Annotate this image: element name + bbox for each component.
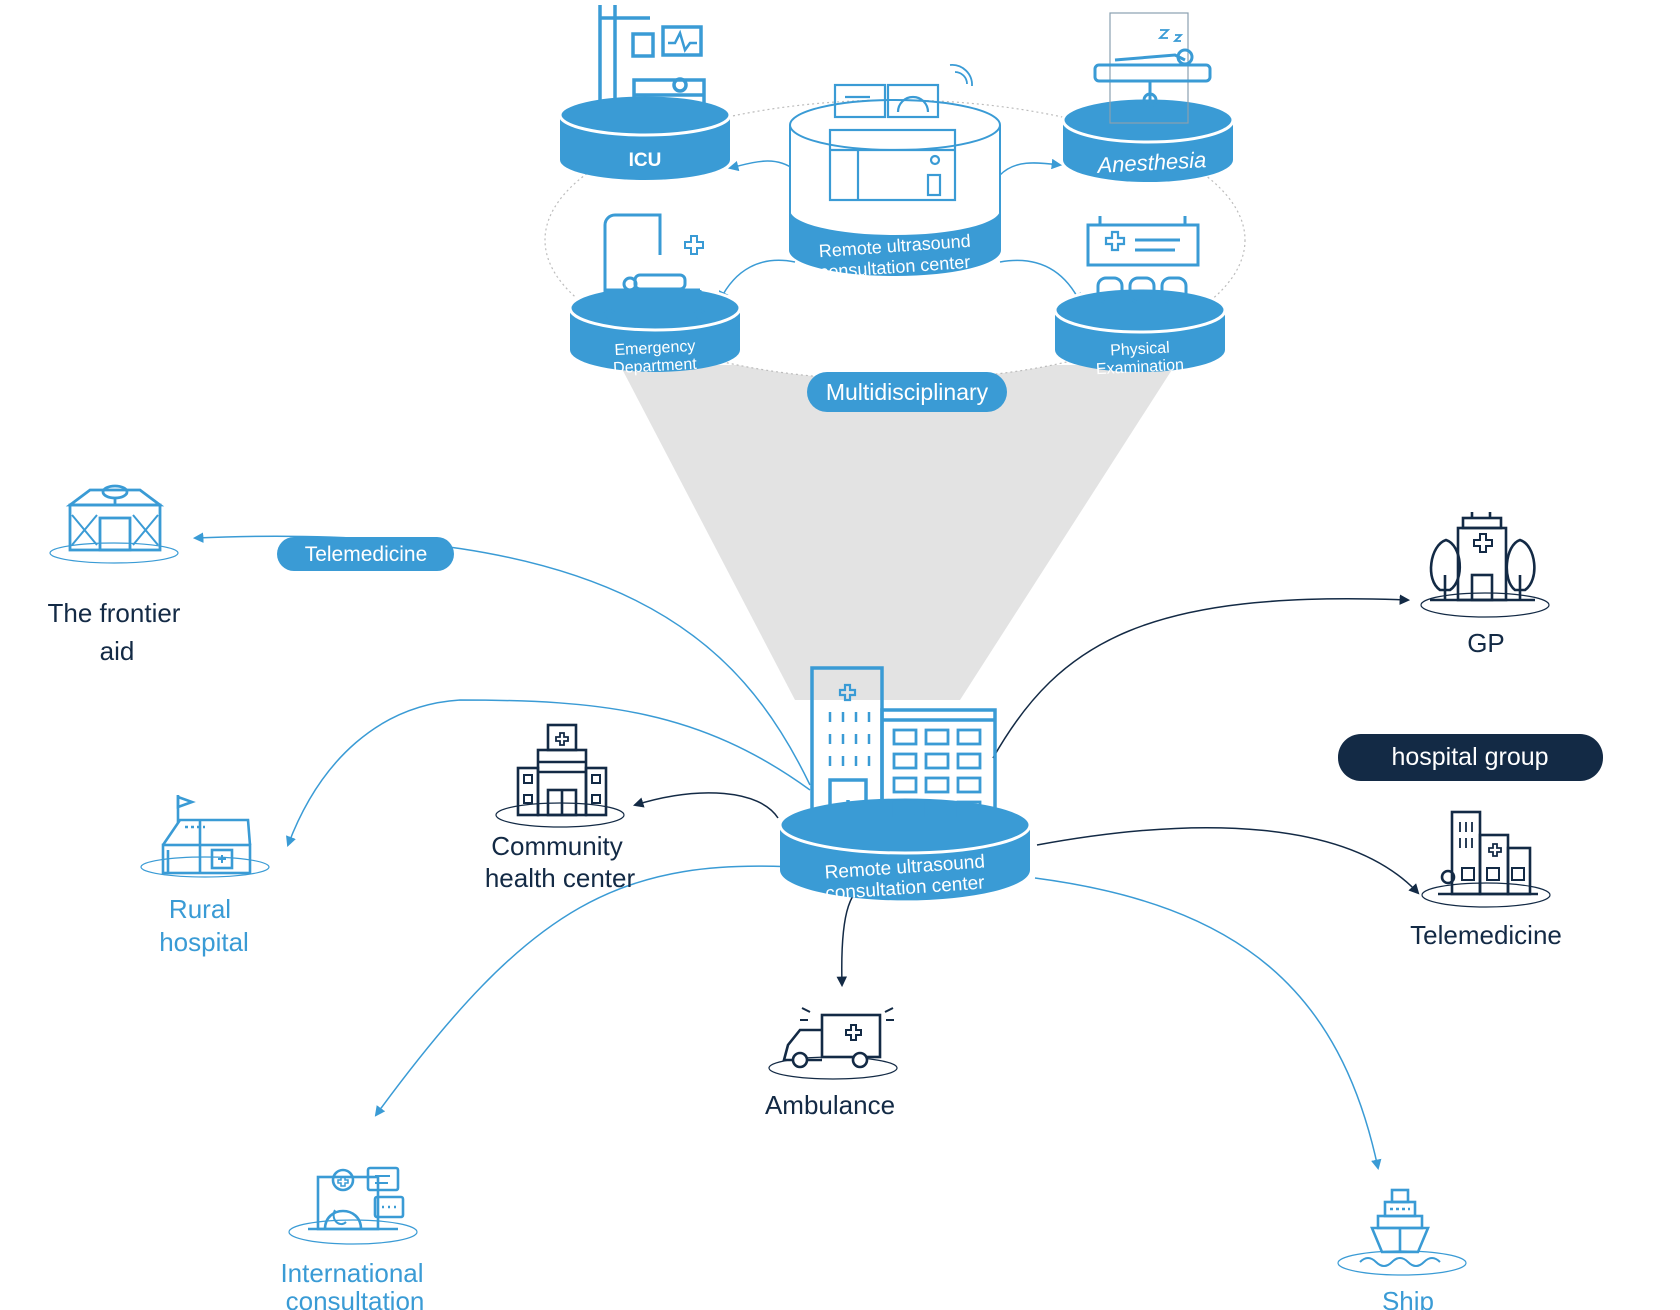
ultrasound-machine-icon <box>828 64 973 202</box>
emergency-node[interactable]: Emergency Department <box>568 213 742 377</box>
hospital-group-icon <box>1438 810 1538 896</box>
anesthesia-bed-icon <box>1093 12 1212 124</box>
community-node[interactable]: Community health center <box>485 723 636 893</box>
waiting-chairs-icon <box>1086 216 1200 322</box>
arrow-to-physical <box>999 259 1081 304</box>
frontier-label-2: aid <box>100 636 135 666</box>
international-node[interactable]: International consultation <box>280 1166 425 1310</box>
gp-node[interactable]: GP <box>1420 512 1550 658</box>
physical-label-1: Physical <box>1110 339 1170 359</box>
physical-label-2: Examination <box>1096 357 1185 379</box>
top-center-node[interactable]: Remote ultrasound consultation center <box>789 64 1001 282</box>
ship-icon <box>1359 1188 1441 1267</box>
gp-hospital-icon <box>1429 512 1536 602</box>
frontier-label-1: The frontier <box>48 598 181 628</box>
ambulance-node[interactable]: Ambulance <box>765 1007 898 1120</box>
curve-community <box>632 792 779 819</box>
telemedicine-pill: Telemedicine <box>277 537 454 571</box>
ambulance-icon <box>782 1007 894 1069</box>
rural-node[interactable]: Rural hospital <box>140 795 270 957</box>
arrow-to-emergency <box>719 259 796 302</box>
funnel <box>620 365 1175 700</box>
yurt-icon <box>65 484 165 552</box>
rural-label-1: Rural <box>169 894 231 924</box>
anesthesia-label: Anesthesia <box>1095 147 1207 178</box>
icu-label: ICU <box>629 150 662 171</box>
curve-frontier <box>192 532 811 786</box>
international-label-2: consultation <box>286 1286 425 1310</box>
community-label-2: health center <box>485 863 636 893</box>
hospital-icon <box>810 666 997 826</box>
icu-node[interactable]: ICU <box>558 5 732 180</box>
telemedicine-label: Telemedicine <box>1410 920 1562 950</box>
ambulance-label: Ambulance <box>765 1090 895 1120</box>
rural-label-2: hospital <box>159 927 249 957</box>
curve-rural <box>286 699 811 847</box>
international-label-1: International <box>280 1258 423 1288</box>
doctor-chat-icon <box>308 1166 405 1231</box>
frontier-node[interactable]: The frontier aid <box>48 484 181 666</box>
community-building-icon <box>516 723 608 817</box>
hub-node[interactable]: Remote ultrasound consultation center <box>778 666 1032 905</box>
telemedicine-node[interactable]: Telemedicine <box>1410 810 1562 950</box>
curve-international <box>374 865 811 1117</box>
gp-label: GP <box>1467 628 1505 658</box>
multidisciplinary-pill: Multidisciplinary <box>807 372 1007 412</box>
ship-label: Ship <box>1382 1286 1434 1310</box>
curve-hospital-group <box>1036 827 1420 895</box>
curve-gp <box>992 594 1411 759</box>
anesthesia-node[interactable]: Anesthesia <box>1061 12 1235 182</box>
curve-ship <box>1034 877 1382 1171</box>
multidisciplinary-label: Multidisciplinary <box>826 379 989 405</box>
telemedicine-pill-label: Telemedicine <box>305 543 428 566</box>
emergency-label-1: Emergency <box>614 338 696 359</box>
icu-monitor-icon <box>590 5 706 117</box>
emergency-bed-icon <box>603 213 707 323</box>
physical-node[interactable]: Physical Examination <box>1053 216 1227 379</box>
arrow-to-anesthesia <box>999 158 1063 176</box>
ship-node[interactable]: Ship <box>1337 1188 1467 1310</box>
hospital-group-pill-label: hospital group <box>1391 743 1548 771</box>
hospital-group-pill: hospital group <box>1338 734 1603 781</box>
community-label-1: Community <box>491 831 622 861</box>
emergency-label-2: Department <box>613 356 698 377</box>
clinic-icon <box>161 795 252 875</box>
